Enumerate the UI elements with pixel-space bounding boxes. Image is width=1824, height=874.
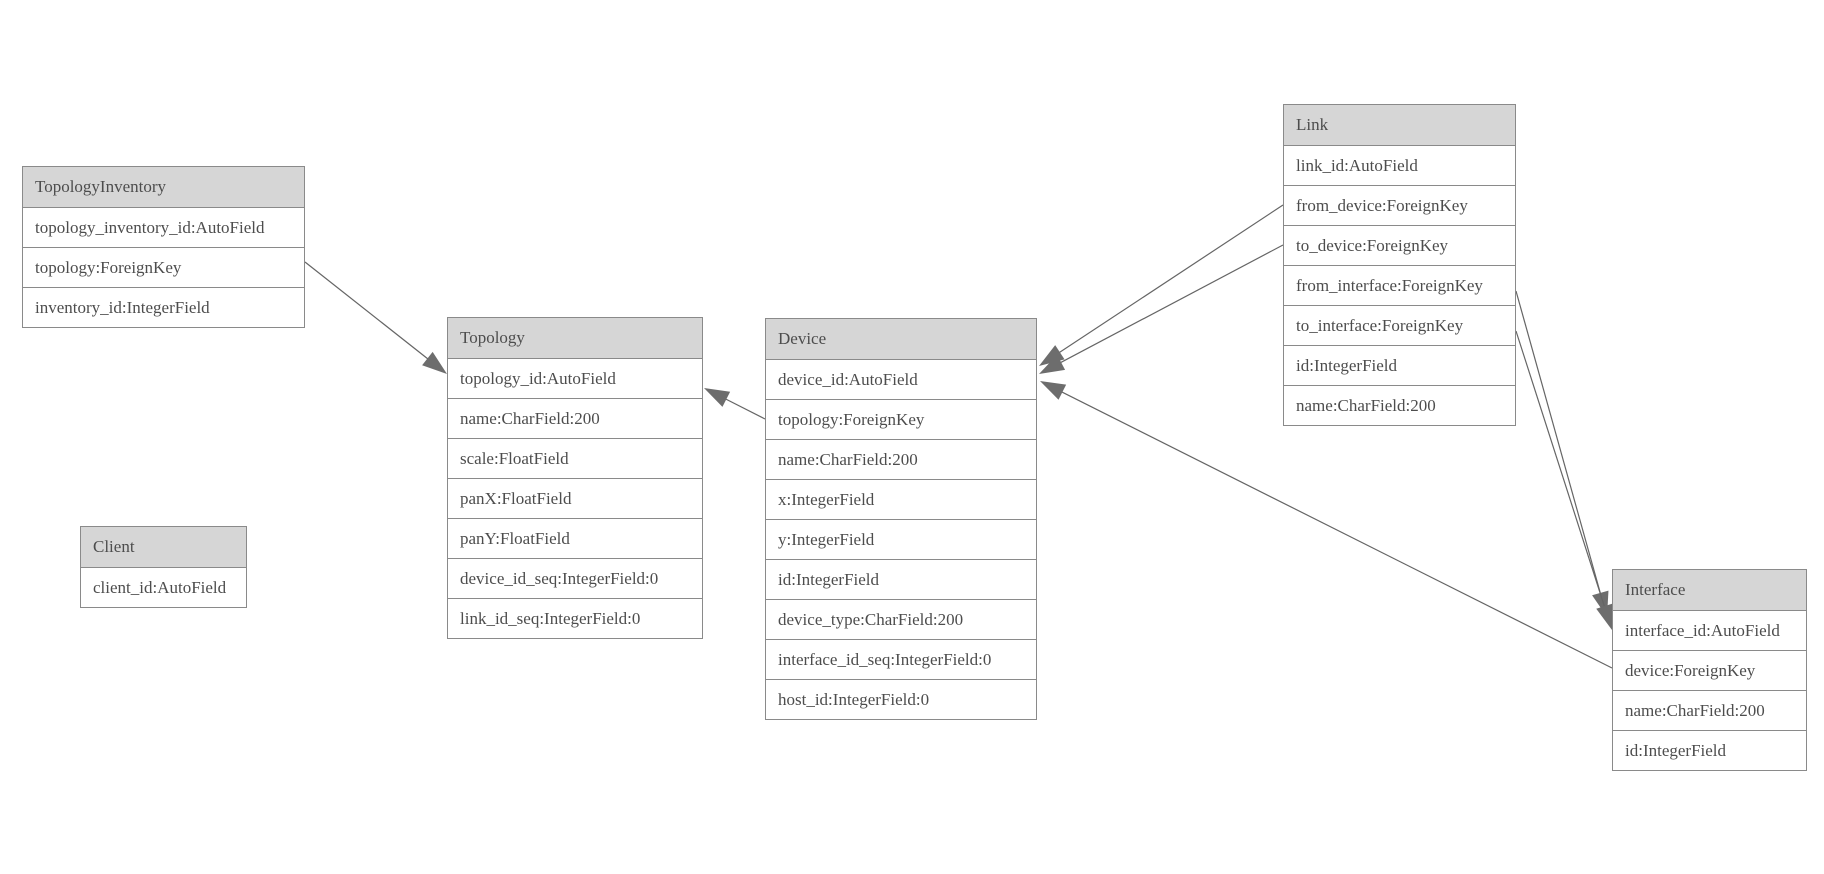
entity-field-row: topology_id:AutoField — [448, 359, 702, 399]
entity-table-device: Device device_id:AutoField topology:Fore… — [765, 318, 1037, 720]
entity-field-row: device:ForeignKey — [1613, 651, 1806, 691]
entity-field-row: panY:FloatField — [448, 519, 702, 559]
entity-title: Topology — [448, 318, 702, 359]
entity-table-client: Client client_id:AutoField — [80, 526, 247, 608]
entity-field-row: id:IntegerField — [1613, 731, 1806, 770]
entity-title: Link — [1284, 105, 1515, 146]
entity-field-row: to_interface:ForeignKey — [1284, 306, 1515, 346]
entity-field-row: client_id:AutoField — [81, 568, 246, 607]
entity-field-row: to_device:ForeignKey — [1284, 226, 1515, 266]
relationship-line — [722, 396, 766, 420]
entity-field-row: device_id:AutoField — [766, 360, 1036, 400]
entity-field-row: device_type:CharField:200 — [766, 600, 1036, 640]
entity-field-row: id:IntegerField — [766, 560, 1036, 600]
entity-field-row: x:IntegerField — [766, 480, 1036, 520]
relationship-line — [1515, 330, 1607, 611]
relationship-line — [1057, 244, 1284, 365]
entity-field-row: from_interface:ForeignKey — [1284, 266, 1515, 306]
entity-title: TopologyInventory — [23, 167, 304, 208]
entity-field-row: name:CharField:200 — [448, 399, 702, 439]
relationship-arrowhead: Interface.device -> Device — [1040, 381, 1067, 400]
relationship-line — [1056, 204, 1284, 355]
entity-field-row: scale:FloatField — [448, 439, 702, 479]
entity-field-row: topology:ForeignKey — [766, 400, 1036, 440]
relationship-line — [1515, 290, 1602, 597]
entity-field-row: interface_id:AutoField — [1613, 611, 1806, 651]
entity-field-row: name:CharField:200 — [1284, 386, 1515, 425]
relationship-line — [1058, 389, 1613, 669]
entity-field-row: device_id_seq:IntegerField:0 — [448, 559, 702, 599]
relationship-arrowhead: Link.to_device -> Device — [1039, 354, 1066, 374]
entity-field-row: host_id:IntegerField:0 — [766, 680, 1036, 719]
relationship-arrowhead: Link.to_interface -> Interface — [1596, 603, 1613, 630]
entity-field-row: from_device:ForeignKey — [1284, 186, 1515, 226]
relationship-arrowhead: Device.topology -> Topology — [704, 388, 731, 407]
entity-table-topologyinventory: TopologyInventory topology_inventory_id:… — [22, 166, 305, 328]
entity-field-row: topology:ForeignKey — [23, 248, 304, 288]
entity-field-row: interface_id_seq:IntegerField:0 — [766, 640, 1036, 680]
entity-field-row: name:CharField:200 — [1613, 691, 1806, 731]
relationship-line — [304, 261, 431, 362]
entity-title: Client — [81, 527, 246, 568]
entity-field-row: link_id_seq:IntegerField:0 — [448, 599, 702, 638]
entity-table-link: Link link_id:AutoField from_device:Forei… — [1283, 104, 1516, 426]
entity-title: Interface — [1613, 570, 1806, 611]
entity-field-row: inventory_id:IntegerField — [23, 288, 304, 327]
entity-field-row: id:IntegerField — [1284, 346, 1515, 386]
entity-field-row: y:IntegerField — [766, 520, 1036, 560]
entity-field-row: topology_inventory_id:AutoField — [23, 208, 304, 248]
entity-field-row: name:CharField:200 — [766, 440, 1036, 480]
entity-table-topology: Topology topology_id:AutoField name:Char… — [447, 317, 703, 639]
entity-table-interface: Interface interface_id:AutoField device:… — [1612, 569, 1807, 771]
entity-title: Device — [766, 319, 1036, 360]
entity-field-row: link_id:AutoField — [1284, 146, 1515, 186]
relationship-arrowhead: TopologyInventory.topology -> Topology — [422, 351, 447, 374]
entity-field-row: panX:FloatField — [448, 479, 702, 519]
